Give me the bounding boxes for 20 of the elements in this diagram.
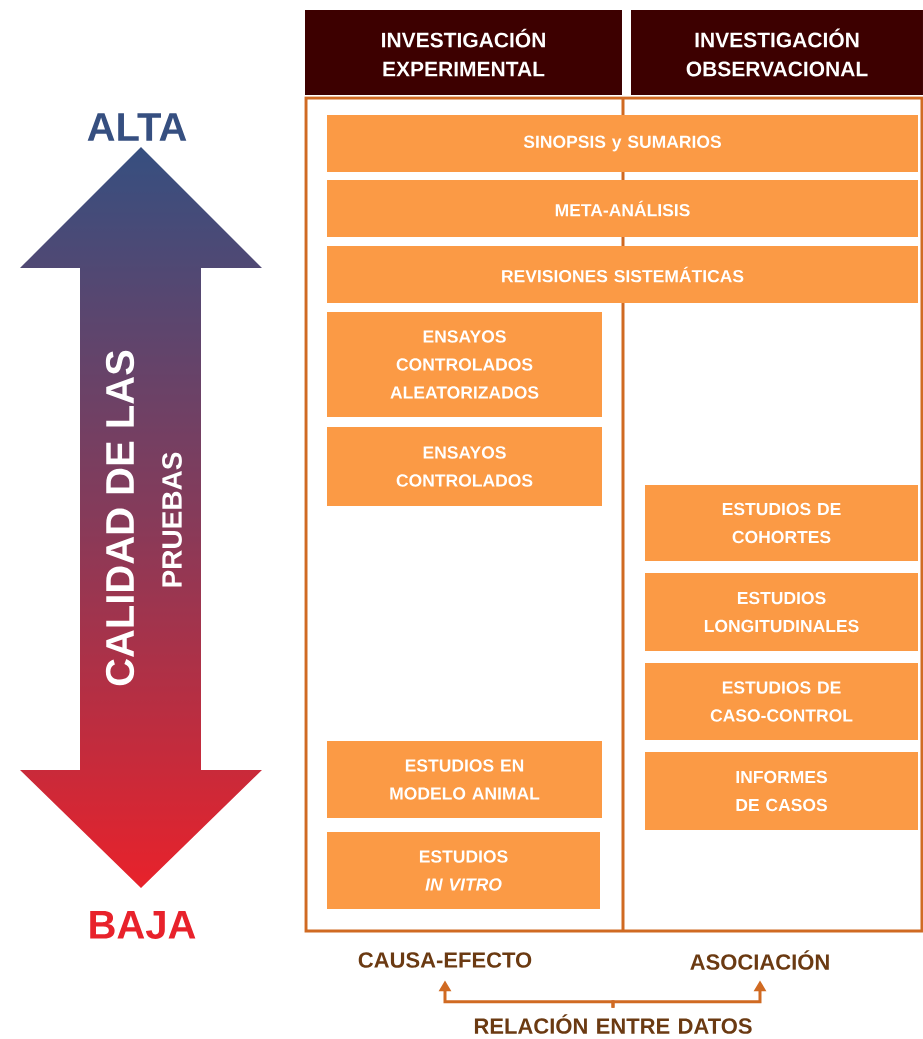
scale-label: ALTA bbox=[87, 113, 187, 141]
column-header: INVESTIGACIÓN EXPERIMENTAL bbox=[305, 10, 622, 95]
evidence-box: ENSAYOS CONTROLADOS bbox=[327, 427, 602, 506]
evidence-box: ESTUDIOS IN VITRO bbox=[327, 832, 600, 909]
evidence-box: ESTUDIOS EN MODELO ANIMAL bbox=[327, 741, 602, 818]
scale-label: BAJA bbox=[90, 911, 196, 939]
evidence-box: INFORMES DE CASOS bbox=[645, 752, 918, 830]
scale-label: PRUEBAS bbox=[162, 452, 182, 587]
relation-label: CAUSA-EFECTO bbox=[358, 952, 532, 968]
column-header: INVESTIGACIÓN OBSERVACIONAL bbox=[631, 10, 923, 95]
evidence-box: SINOPSIS y SUMARIOS bbox=[327, 115, 918, 172]
evidence-box: ESTUDIOS LONGITUDINALES bbox=[645, 573, 918, 651]
evidence-box: ESTUDIOS DE CASO-CONTROL bbox=[645, 663, 918, 740]
evidence-box: META-ANÁLISIS bbox=[327, 180, 918, 237]
relation-label: ASOCIACIÓN bbox=[690, 950, 829, 970]
relation-label: RELACIÓN ENTRE DATOS bbox=[474, 1014, 752, 1034]
evidence-box: REVISIONES SISTEMÁTICAS bbox=[327, 246, 918, 303]
evidence-box: ENSAYOS CONTROLADOS ALEATORIZADOS bbox=[327, 312, 602, 417]
scale-label: CALIDAD DE LAS bbox=[105, 350, 135, 686]
evidence-box: ESTUDIOS DE COHORTES bbox=[645, 485, 918, 561]
